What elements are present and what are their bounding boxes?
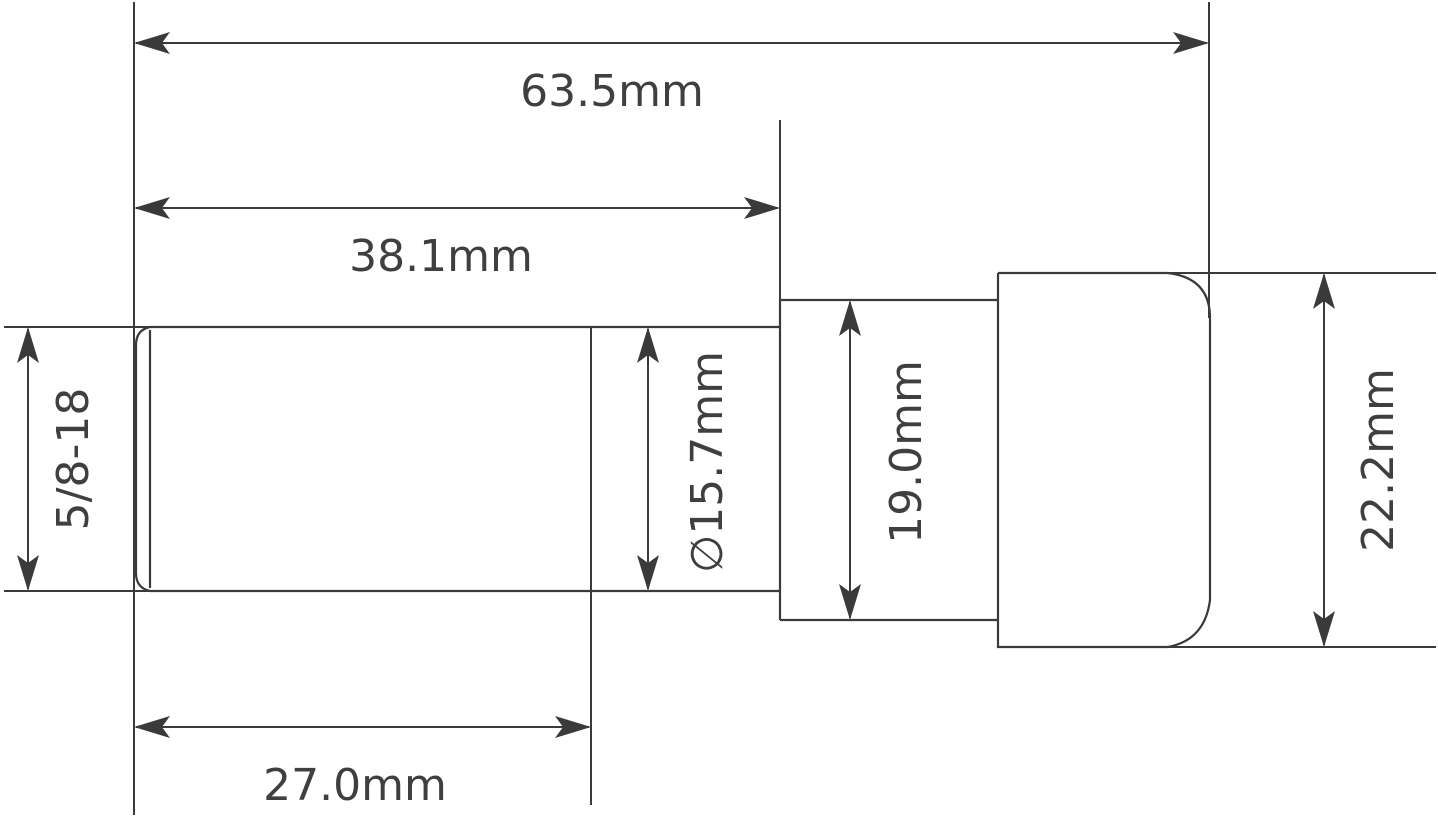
threaded-shank bbox=[134, 325, 780, 593]
thread-length-label: 27.0mm bbox=[263, 760, 447, 811]
part-outline bbox=[134, 271, 1212, 805]
collar-diameter-label: 19.0mm bbox=[881, 360, 932, 544]
thread-diameter-label: ∅15.7mm bbox=[682, 351, 733, 573]
thread-size-label: 5/8-18 bbox=[48, 388, 99, 531]
dimension-lines bbox=[17, 32, 1335, 738]
thread-section-length-label: 38.1mm bbox=[349, 231, 533, 282]
overall-length-label: 63.5mm bbox=[520, 66, 704, 117]
collar bbox=[778, 298, 998, 622]
head bbox=[996, 271, 1212, 649]
head-diameter-label: 22.2mm bbox=[1353, 368, 1404, 552]
